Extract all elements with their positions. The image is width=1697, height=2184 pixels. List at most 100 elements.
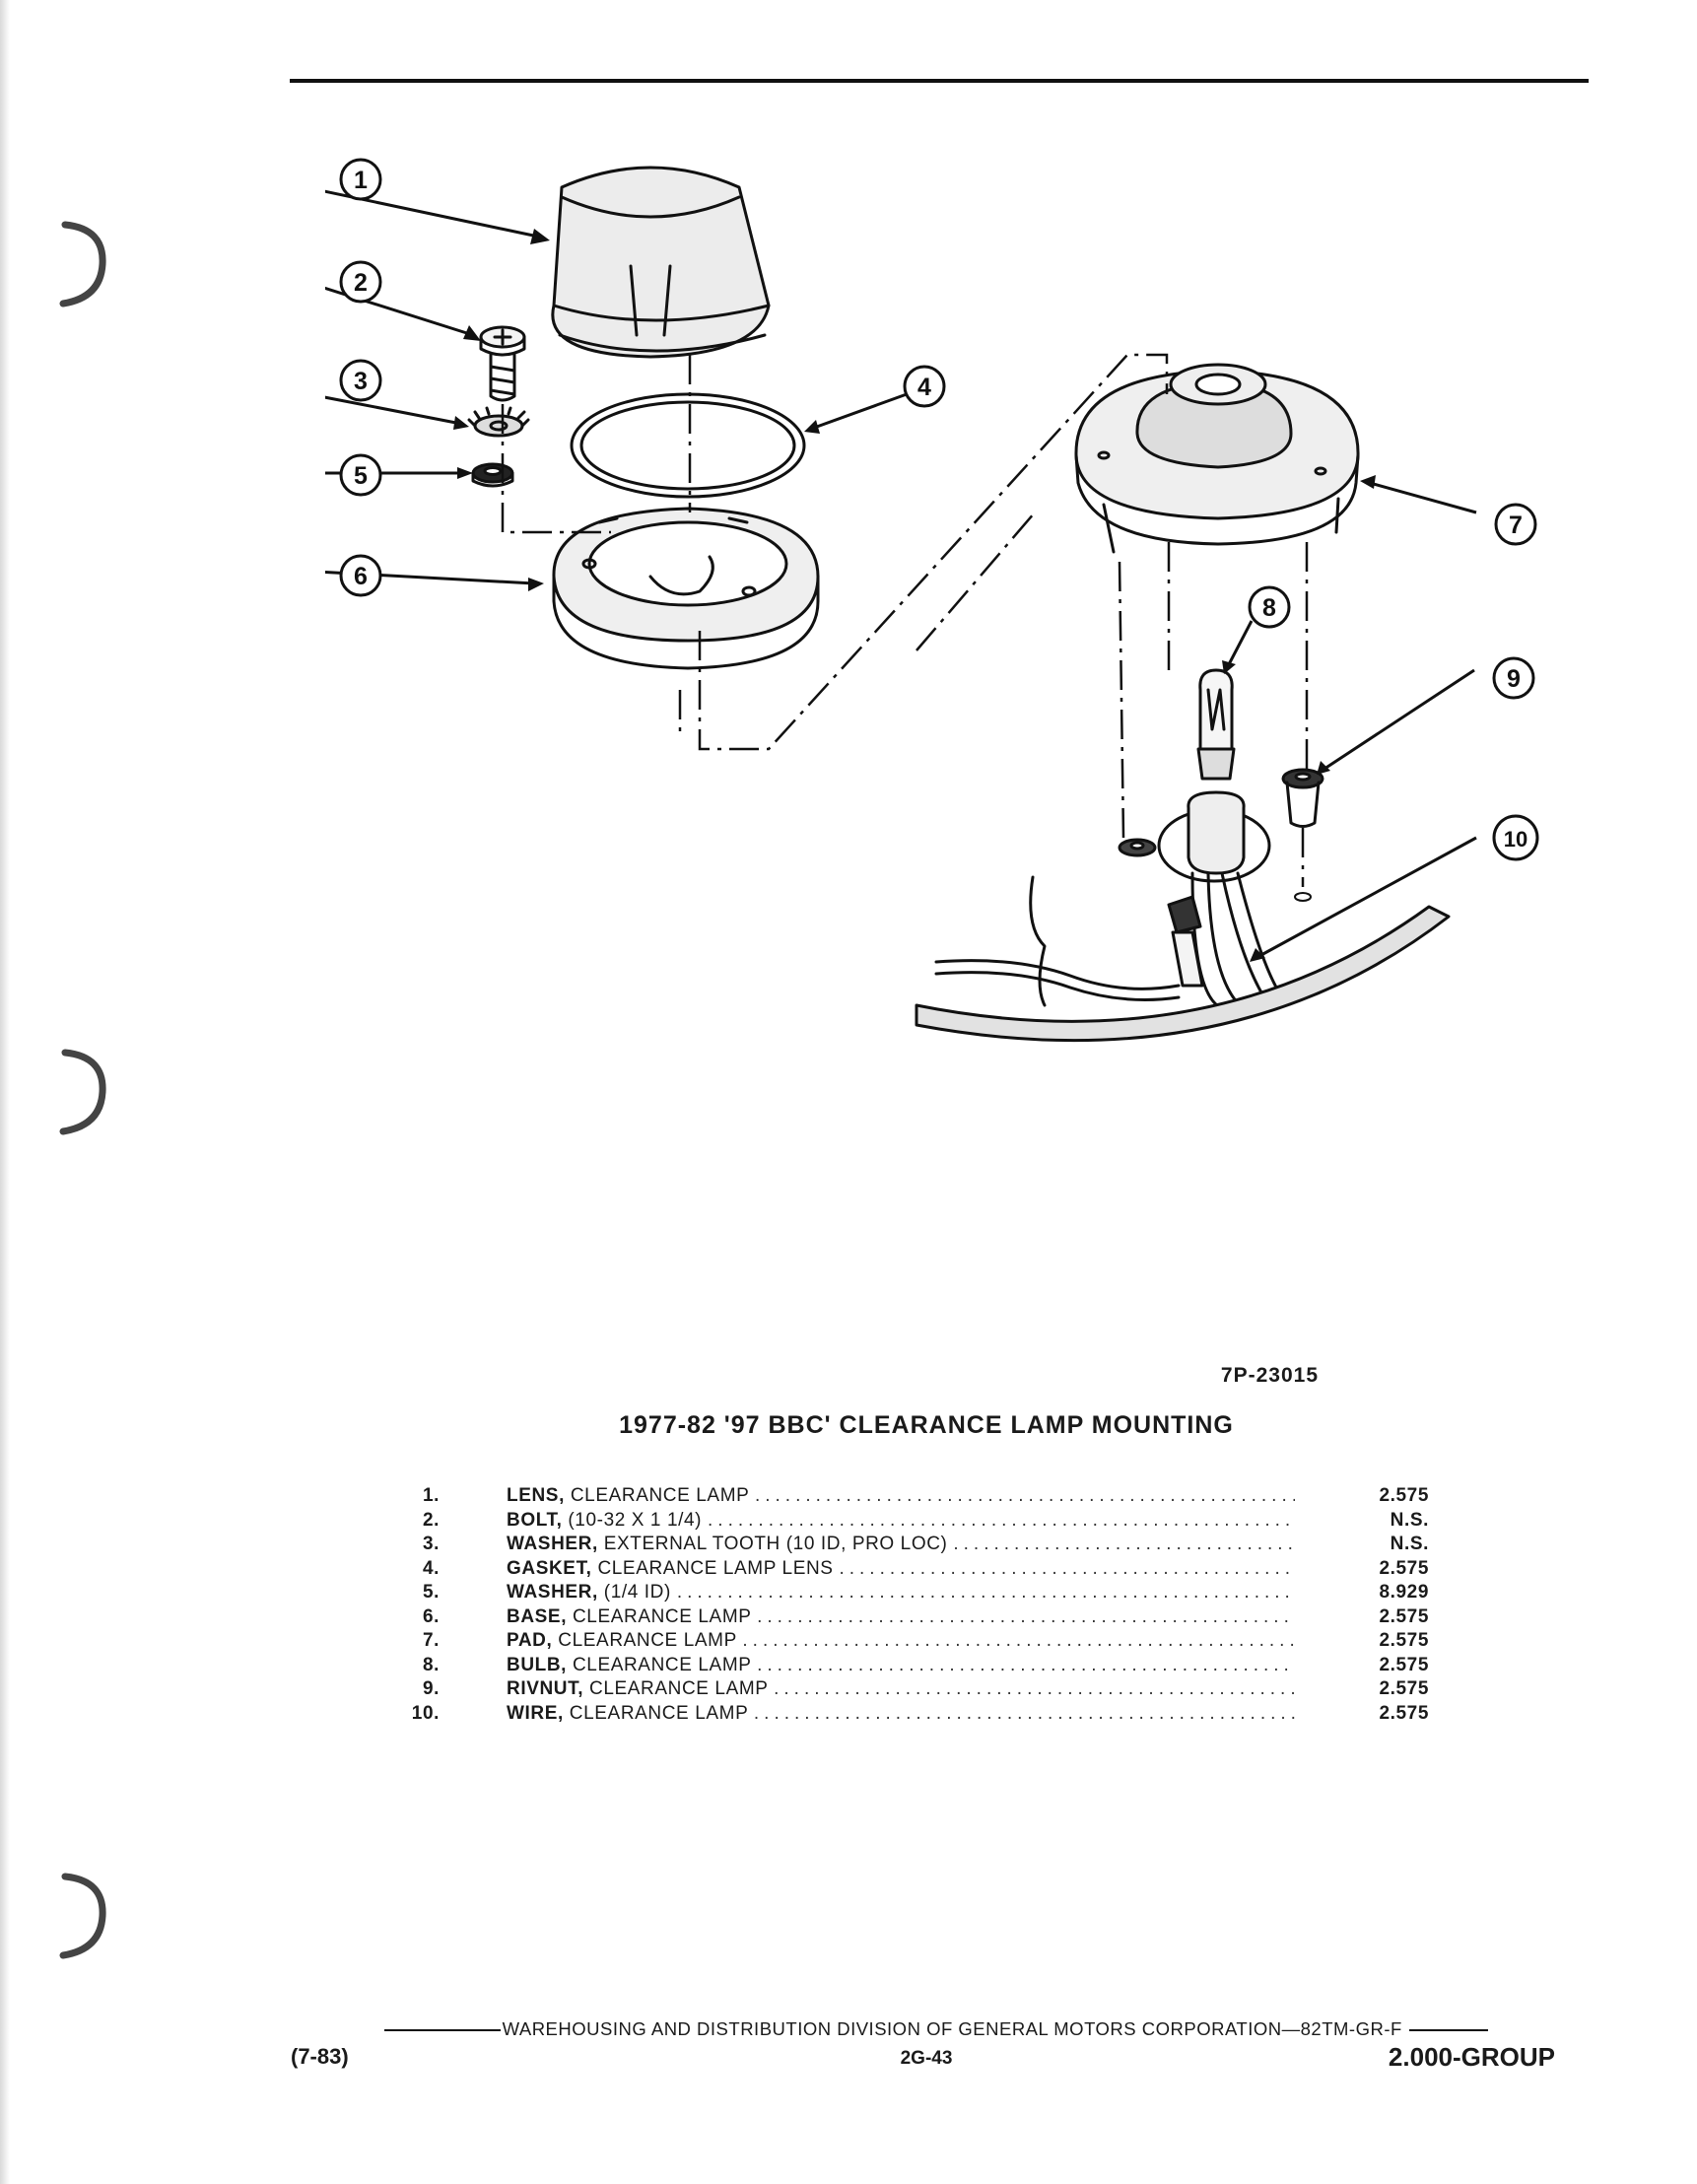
part-number: 8.	[422, 1654, 440, 1675]
callout-6: 6	[339, 554, 382, 597]
part-detail: CLEARANCE LAMP LENS	[597, 1557, 834, 1579]
callout-2-label: 2	[354, 269, 368, 297]
part-group-number: 2.575	[1379, 1702, 1429, 1724]
gasket-drawing	[570, 392, 806, 499]
callout-8-label: 8	[1262, 594, 1276, 622]
callout-3-label: 3	[354, 368, 368, 395]
part-group-number: 2.575	[1379, 1485, 1429, 1506]
part-group-number: 2.575	[1379, 1654, 1429, 1675]
part-group-number: N.S.	[1390, 1534, 1429, 1554]
footer-division-text: WAREHOUSING AND DISTRIBUTION DIVISION OF…	[502, 2018, 1402, 2039]
part-row: 9. RIVNUT, CLEARANCE LAMP ..............…	[394, 1677, 1429, 1702]
part-detail: CLEARANCE LAMP	[572, 1654, 752, 1675]
figure-title: 1977-82 '97 BBC' CLEARANCE LAMP MOUNTING	[619, 1411, 1234, 1439]
callout-9-label: 9	[1507, 665, 1521, 693]
part-row: 8. BULB, CLEARANCE LAMP ................…	[394, 1654, 1429, 1678]
part-description: BOLT, (10-32 X 1 1/4) ..................…	[507, 1509, 1295, 1531]
part-row: 10. WIRE, CLEARANCE LAMP ...............…	[394, 1702, 1429, 1727]
callout-3: 3	[339, 359, 382, 402]
tooth-washer-drawing	[467, 406, 530, 438]
part-row: 4. GASKET, CLEARANCE LAMP LENS .........…	[394, 1557, 1429, 1582]
part-detail: CLEARANCE LAMP	[572, 1605, 752, 1627]
part-row: 6. BASE, CLEARANCE LAMP ................…	[394, 1605, 1429, 1630]
figure-code: 7P-23015	[1220, 1364, 1319, 1387]
part-group-number: 2.575	[1379, 1630, 1429, 1651]
part-name: WASHER,	[507, 1534, 598, 1554]
part-detail: CLEARANCE LAMP	[589, 1678, 769, 1699]
part-number: 10.	[411, 1702, 440, 1724]
footer-date: (7-83)	[291, 2044, 349, 2069]
part-description: WASHER, EXTERNAL TOOTH (10 ID, PRO LOC) …	[507, 1534, 1295, 1554]
part-detail: (10-32 X 1 1/4)	[568, 1509, 703, 1531]
part-number: 1.	[422, 1485, 440, 1506]
part-detail: (1/4 ID)	[603, 1582, 671, 1603]
part-group-number: 8.929	[1379, 1582, 1429, 1603]
part-number: 4.	[422, 1557, 440, 1579]
part-description: LENS, CLEARANCE LAMP ...................…	[507, 1485, 1295, 1506]
callout-10: 10	[1492, 814, 1539, 861]
flat-washer-drawing	[471, 462, 514, 488]
base-drawing	[552, 507, 820, 670]
callout-5-label: 5	[354, 462, 368, 490]
callout-4: 4	[903, 365, 946, 408]
part-number: 2.	[422, 1509, 440, 1531]
part-detail: EXTERNAL TOOTH (10 ID, PRO LOC)	[603, 1534, 948, 1554]
part-name: RIVNUT,	[507, 1678, 584, 1699]
rivnut-drawing	[1281, 768, 1324, 828]
part-name: GASKET,	[507, 1557, 592, 1579]
footer-group: 2.000-GROUP	[1388, 2042, 1555, 2072]
footer-rule-right	[1409, 2029, 1489, 2031]
part-description: PAD, CLEARANCE LAMP ....................…	[507, 1630, 1295, 1651]
callout-6-label: 6	[354, 563, 368, 590]
callout-7: 7	[1494, 503, 1537, 546]
part-detail: CLEARANCE LAMP	[570, 1485, 750, 1506]
part-description: BASE, CLEARANCE LAMP ...................…	[507, 1605, 1295, 1627]
callout-4-label: 4	[917, 374, 931, 401]
part-description: GASKET, CLEARANCE LAMP LENS ............…	[507, 1557, 1295, 1579]
part-number: 7.	[422, 1630, 440, 1651]
part-number: 5.	[422, 1582, 440, 1603]
binder-hole-middle	[59, 1049, 106, 1135]
callout-10-label: 10	[1504, 827, 1527, 852]
part-name: BASE,	[507, 1605, 568, 1627]
part-name: BOLT,	[507, 1509, 563, 1531]
callout-1: 1	[339, 158, 382, 201]
part-number: 9.	[422, 1678, 440, 1699]
part-group-number: 2.575	[1379, 1557, 1429, 1579]
part-name: LENS,	[507, 1485, 565, 1506]
callout-8: 8	[1248, 585, 1291, 629]
part-row: 5. WASHER, (1/4 ID) ....................…	[394, 1581, 1429, 1605]
socket-wire-drawing	[915, 790, 1451, 1043]
part-detail: CLEARANCE LAMP	[569, 1702, 748, 1724]
part-group-number: 2.575	[1379, 1605, 1429, 1627]
part-row: 7. PAD, CLEARANCE LAMP .................…	[394, 1629, 1429, 1654]
binder-hole-top	[59, 221, 106, 307]
part-group-number: 2.575	[1379, 1678, 1429, 1699]
part-row: 1. LENS, CLEARANCE LAMP ................…	[394, 1484, 1429, 1509]
callout-7-label: 7	[1509, 512, 1523, 539]
bolt-drawing	[479, 325, 526, 402]
callout-1-label: 1	[354, 167, 368, 194]
pad-drawing	[1074, 363, 1360, 554]
part-row: 2. BOLT, (10-32 X 1 1/4) ...............…	[394, 1509, 1429, 1534]
callout-2: 2	[339, 260, 382, 304]
exploded-view-illustration: 1 2 3 4 5 6 7	[325, 158, 1539, 1043]
callout-5: 5	[339, 453, 382, 497]
part-description: WASHER, (1/4 ID) .......................…	[507, 1582, 1295, 1603]
parts-list: 1. LENS, CLEARANCE LAMP ................…	[394, 1484, 1429, 1726]
top-rule	[290, 79, 1589, 83]
footer-page-number: 2G-43	[900, 2048, 953, 2069]
part-group-number: N.S.	[1390, 1509, 1429, 1531]
lens-drawing	[551, 166, 771, 359]
part-description: BULB, CLEARANCE LAMP ...................…	[507, 1654, 1295, 1675]
callout-9: 9	[1492, 656, 1535, 700]
bulb-drawing	[1196, 668, 1236, 781]
page-edge-shadow	[0, 0, 10, 2184]
callouts: 1 2 3 4 5 6 7	[339, 158, 1539, 861]
part-name: BULB,	[507, 1654, 568, 1675]
part-name: WASHER,	[507, 1582, 598, 1603]
footer-division: WAREHOUSING AND DISTRIBUTION DIVISION OF…	[320, 2018, 1552, 2040]
part-number: 3.	[422, 1534, 440, 1554]
part-description: WIRE, CLEARANCE LAMP ...................…	[507, 1702, 1295, 1724]
part-name: PAD,	[507, 1630, 553, 1651]
